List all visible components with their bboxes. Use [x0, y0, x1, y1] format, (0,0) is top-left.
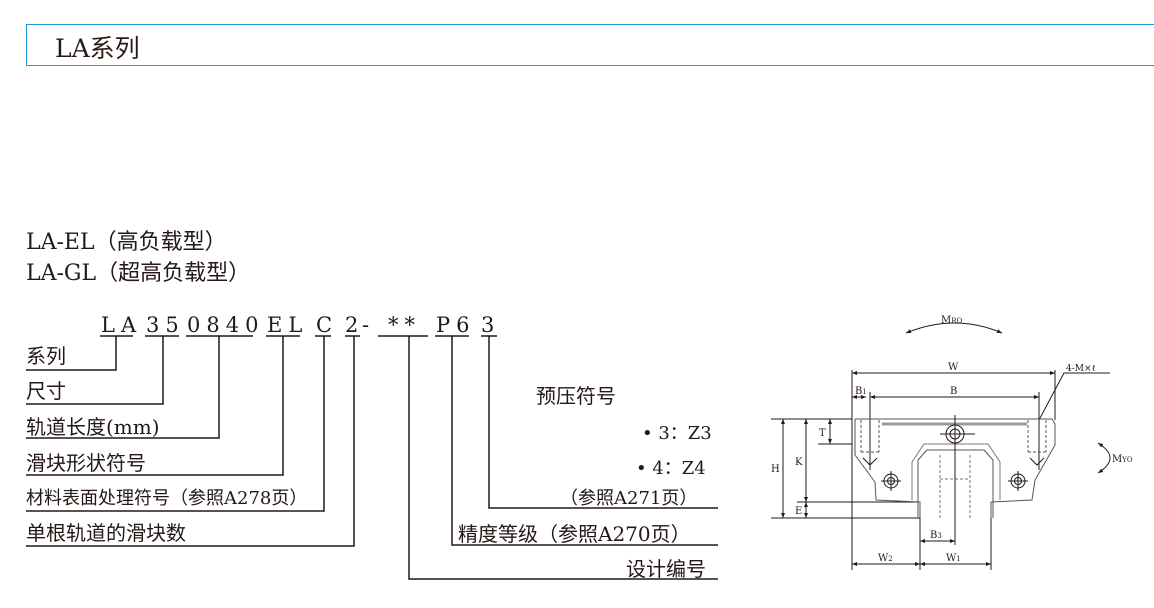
label-w1: W1 [946, 553, 961, 564]
label-t: T [819, 428, 826, 439]
label-b3: B3 [930, 530, 942, 541]
code-block-count: 2 [345, 313, 365, 337]
page-title: LA系列 [55, 34, 140, 63]
label-preload-title: 预压符号 [536, 384, 616, 408]
code-surface: C [316, 313, 339, 337]
moment-ro-arrow [905, 322, 1003, 334]
moment-yo-arrow [1097, 442, 1111, 474]
label-thread: 4-M×ℓ [1066, 364, 1096, 374]
code-series: LA [101, 313, 143, 337]
subtitle-la-el: LA-EL（高负载型） [26, 230, 227, 255]
label-e: E [795, 506, 802, 517]
code-size: 35 [146, 313, 185, 337]
label-preload-z3: • 3：Z3 [642, 423, 712, 444]
code-design: ** [388, 313, 421, 337]
label-w: W [948, 362, 959, 373]
label-surface-treatment: 材料表面处理符号（参照A278页） [26, 488, 308, 509]
label-design-number: 设计编号 [626, 557, 706, 581]
code-preload: 3 [481, 313, 501, 337]
label-myo: MYO [1112, 454, 1133, 465]
label-w2: W2 [878, 553, 893, 564]
subtitle-la-gl: LA-GL（超高负载型） [26, 261, 251, 286]
section-title-box: LA系列 [26, 24, 1154, 66]
label-b: B [950, 386, 957, 397]
code-dash: - [362, 313, 376, 337]
label-size: 尺寸 [26, 379, 66, 403]
code-block-shape: EL [267, 313, 309, 337]
label-rail-length: 轨道长度(mm) [26, 415, 160, 439]
code-rail-length: 0840 [187, 313, 265, 337]
label-h: H [771, 464, 780, 475]
label-block-shape: 滑块形状符号 [26, 451, 146, 475]
label-b1: B1 [855, 386, 867, 397]
label-k: K [795, 457, 803, 468]
label-series: 系列 [26, 344, 66, 368]
label-preload-ref: （参照A271页） [560, 488, 698, 509]
linear-guide-cross-section-drawing: MRO MYO W B B1 4-M×ℓ H K T E B3 W2 W1 [771, 315, 1133, 570]
label-accuracy-grade: 精度等级（参照A270页） [458, 522, 691, 546]
code-accuracy: P6 [436, 313, 476, 337]
label-block-count: 单根轨道的滑块数 [26, 521, 186, 545]
label-mro: MRO [941, 315, 963, 326]
label-preload-z4: • 4：Z4 [636, 458, 706, 479]
